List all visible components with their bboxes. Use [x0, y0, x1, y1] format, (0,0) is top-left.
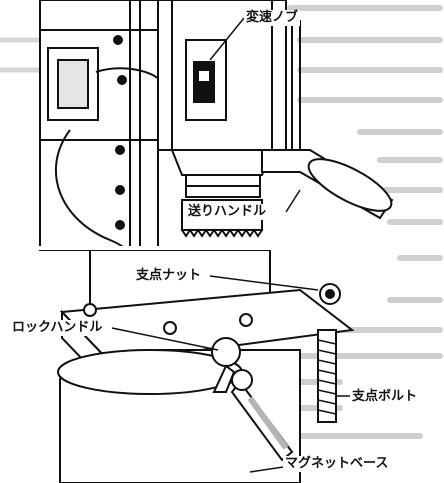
feed-handle-label: 送りハンドル	[186, 204, 269, 220]
lock-handle-label: ロックハンドル	[10, 320, 105, 336]
base-assembly	[57, 249, 355, 483]
drill-head	[39, 0, 394, 321]
speed-knob-leader	[209, 17, 245, 61]
feed-handle-leader	[285, 189, 301, 213]
fulcrum-nut-leader	[209, 275, 319, 291]
lock-handle-leader	[111, 327, 219, 351]
fulcrum-nut-label: 支点ナット	[134, 268, 204, 284]
speed-knob-label: 変速ノブ	[244, 10, 301, 26]
magnet-base-label: マグネットベース	[283, 456, 391, 472]
fulcrum-bolt-label: 支点ボルト	[350, 389, 420, 405]
bleed-through-text-left	[0, 37, 43, 73]
section-gap	[0, 246, 444, 250]
